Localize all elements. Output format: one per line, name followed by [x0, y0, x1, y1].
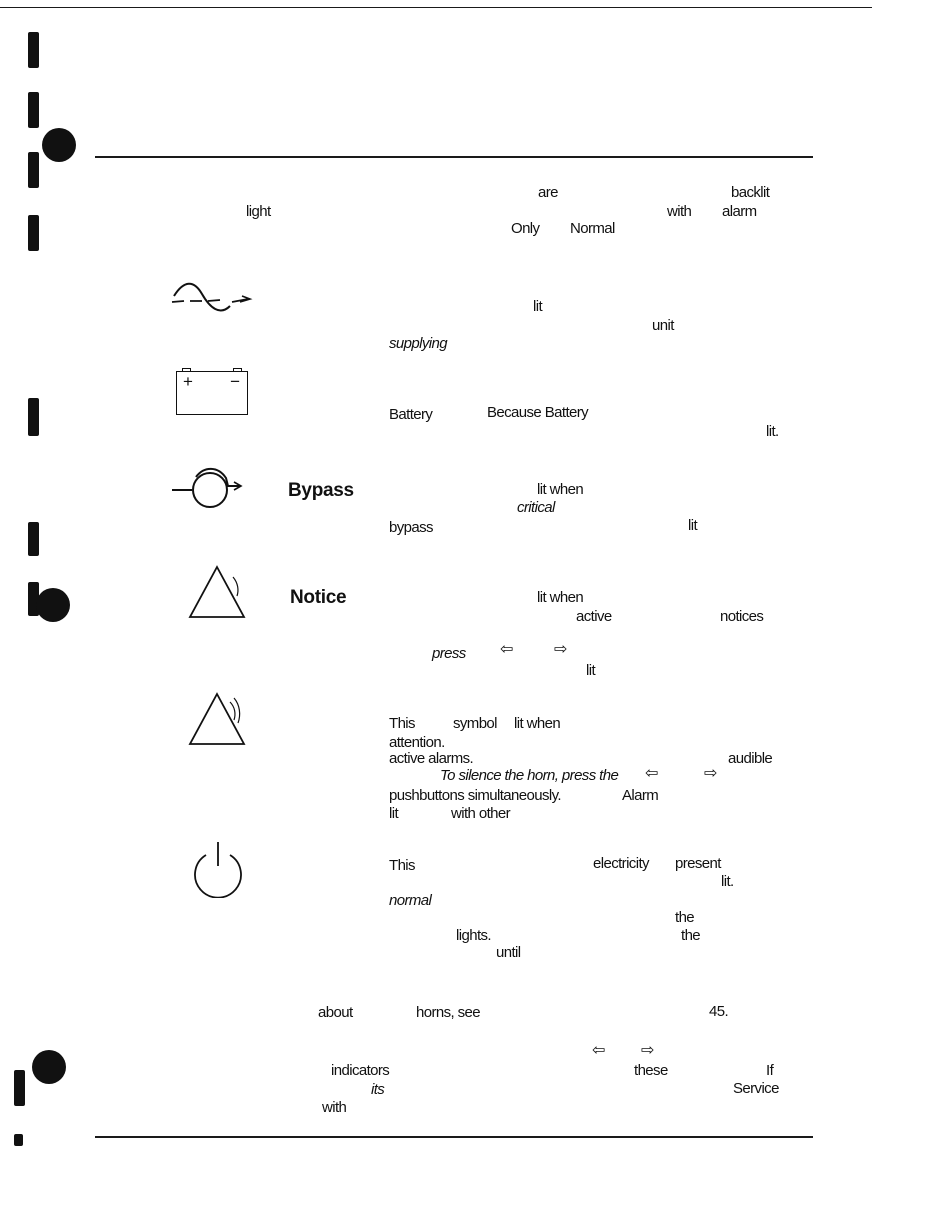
indicator-text: lights. — [456, 927, 492, 944]
indicator-text: lit. — [721, 873, 734, 890]
indicator-text: normal — [389, 892, 432, 909]
binding-mark — [14, 1070, 25, 1106]
intro-text: Only — [511, 220, 540, 237]
top-edge-rule — [0, 7, 872, 8]
intro-text: Normal — [570, 220, 615, 237]
footer-text: indicators — [331, 1062, 390, 1079]
binding-mark — [28, 398, 39, 436]
battery-minus-sign: − — [230, 372, 240, 391]
footer-rule — [95, 1136, 813, 1138]
indicator-text: notices — [720, 608, 764, 625]
binding-mark — [28, 32, 39, 68]
left-arrow-button-icon: ⇦ — [500, 641, 514, 658]
header-rule — [95, 156, 813, 158]
right-arrow-button-icon: ⇨ — [554, 641, 568, 658]
footer-text: horns, see — [416, 1004, 481, 1021]
battery-terminal — [233, 368, 242, 372]
indicator-text: electricity — [593, 855, 650, 872]
binding-mark — [28, 152, 39, 188]
indicator-text: the — [681, 927, 701, 944]
indicator-text: lit when — [537, 481, 584, 498]
binding-mark — [28, 215, 39, 251]
punch-hole — [36, 588, 70, 622]
power-icon — [194, 842, 242, 898]
indicator-text: Alarm — [622, 787, 659, 804]
sine-wave-icon — [171, 282, 253, 312]
binding-mark — [28, 522, 39, 556]
left-arrow-button-icon: ⇦ — [592, 1042, 606, 1059]
indicator-text: pushbuttons simultaneously. — [389, 787, 562, 804]
binding-mark — [14, 1134, 23, 1146]
indicator-text: bypass — [389, 519, 434, 536]
binding-mark — [28, 92, 39, 128]
left-arrow-button-icon: ⇦ — [645, 765, 659, 782]
battery-plus-sign: + — [183, 372, 193, 391]
footer-text: with — [322, 1099, 347, 1116]
indicator-text: To silence the horn, press the — [440, 767, 619, 784]
indicator-text: Because Battery — [487, 404, 589, 421]
indicator-text: lit — [586, 662, 596, 679]
punch-hole — [32, 1050, 66, 1084]
intro-text: are — [538, 184, 558, 201]
indicator-text: until — [496, 944, 521, 961]
indicator-text: lit when — [514, 715, 561, 732]
footer-text: these — [634, 1062, 668, 1079]
indicator-text: press — [432, 645, 466, 662]
bypass-icon — [172, 467, 243, 508]
indicator-text: the — [675, 909, 695, 926]
alarm-triangle-icon — [188, 692, 246, 745]
binding-mark — [28, 582, 39, 616]
battery-icon: + − — [176, 371, 248, 415]
indicator-text: present — [675, 855, 721, 872]
footer-text: Service — [733, 1080, 779, 1097]
indicator-text: lit — [533, 298, 543, 315]
indicator-text: critical — [517, 499, 555, 516]
indicator-text: This — [389, 715, 416, 732]
footer-text: its — [371, 1081, 385, 1098]
footer-text: 45. — [709, 1003, 729, 1020]
intro-text: light — [246, 203, 271, 220]
bypass-label: Bypass — [288, 480, 354, 501]
indicator-text: supplying — [389, 335, 448, 352]
indicator-text: lit — [389, 805, 399, 822]
indicator-text: audible — [728, 750, 773, 767]
indicator-text: with other — [451, 805, 511, 822]
footer-text: about — [318, 1004, 353, 1021]
indicator-text: Battery — [389, 406, 433, 423]
indicator-text: symbol — [453, 715, 498, 732]
indicator-text: This — [389, 857, 416, 874]
indicator-text: lit. — [766, 423, 779, 440]
indicator-text: active — [576, 608, 612, 625]
indicator-text: lit — [688, 517, 698, 534]
intro-text: alarm — [722, 203, 757, 220]
right-arrow-button-icon: ⇨ — [641, 1042, 655, 1059]
indicator-text: unit — [652, 317, 674, 334]
notice-label: Notice — [290, 587, 347, 608]
intro-text: with — [667, 203, 692, 220]
right-arrow-button-icon: ⇨ — [704, 765, 718, 782]
intro-text: backlit — [731, 184, 770, 201]
indicator-text: attention. — [389, 734, 445, 751]
notice-triangle-icon — [188, 565, 246, 618]
battery-terminal — [182, 368, 191, 372]
indicator-text: active alarms. — [389, 750, 474, 767]
indicator-text: lit when — [537, 589, 584, 606]
punch-hole — [42, 128, 76, 162]
footer-text: If — [766, 1062, 774, 1079]
